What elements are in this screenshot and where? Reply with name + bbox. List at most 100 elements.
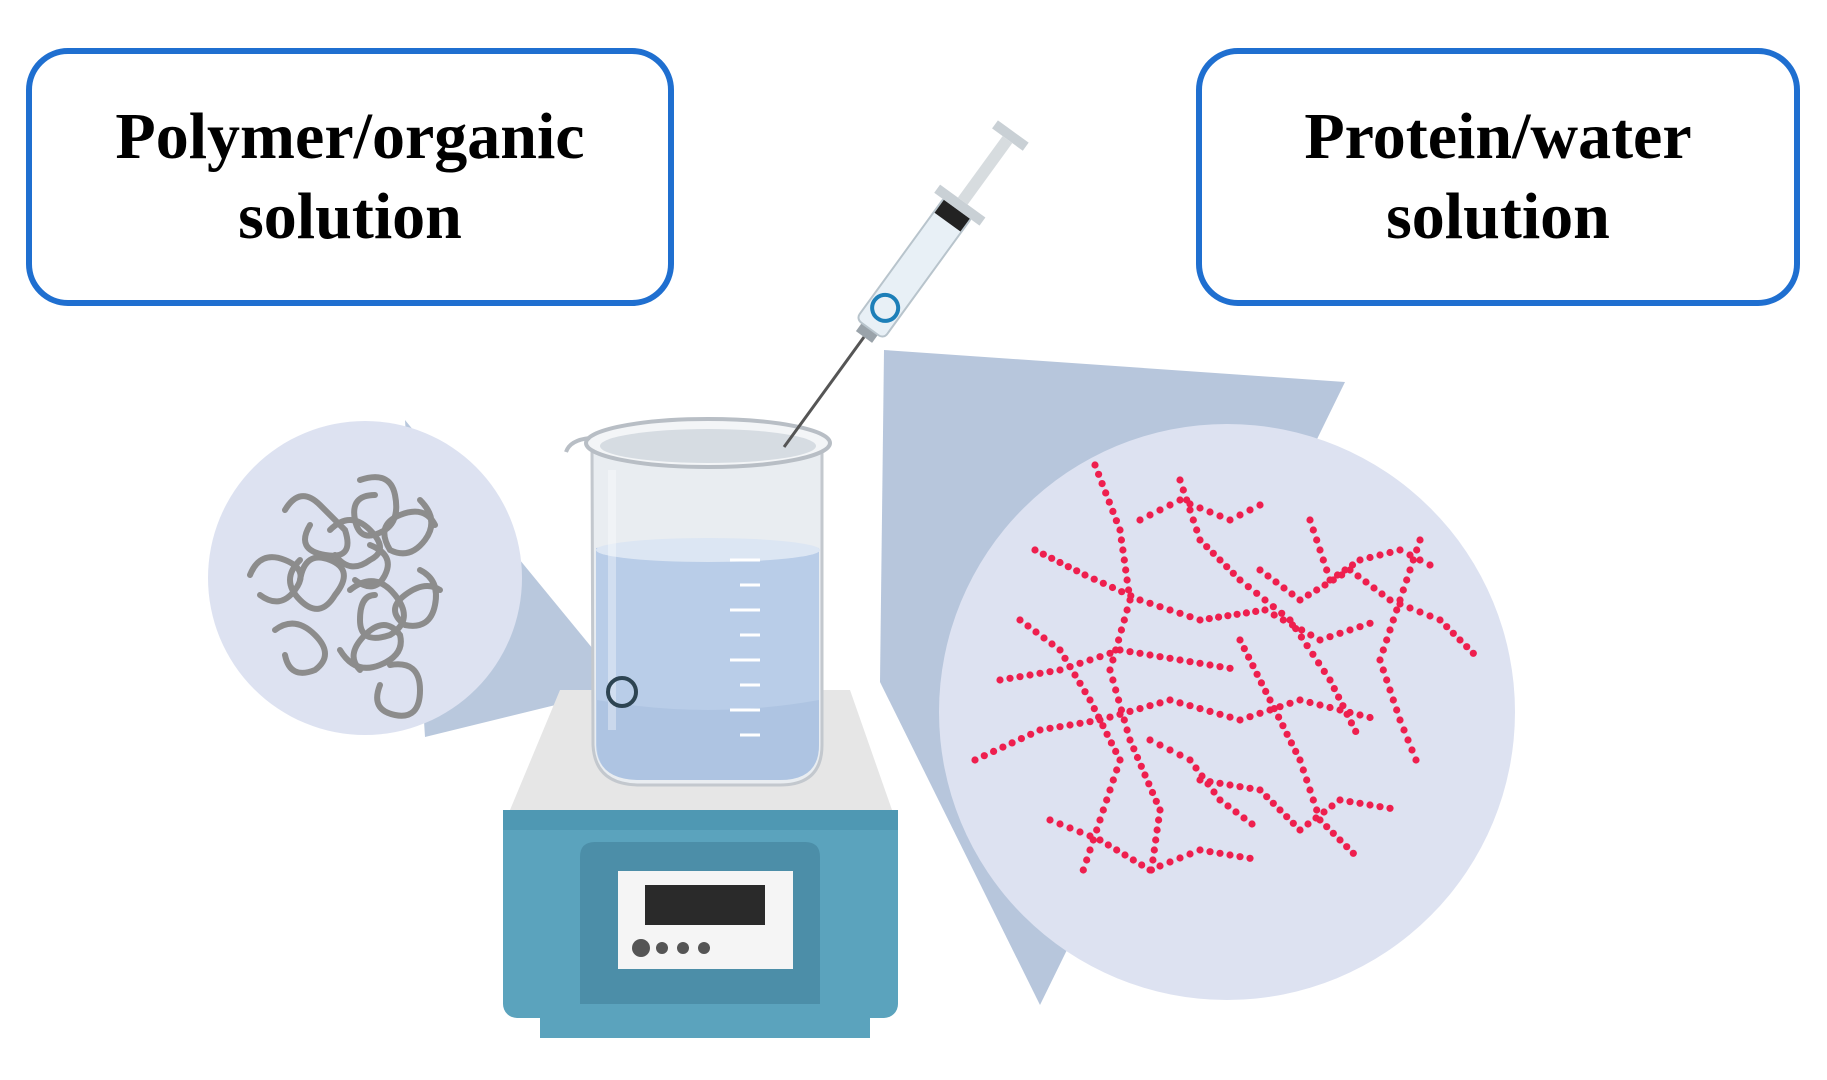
protein-dot [1216, 849, 1224, 857]
protein-dot [1186, 756, 1194, 764]
protein-dot [1376, 551, 1384, 559]
protein-dot [1016, 673, 1024, 681]
protein-dot [1196, 846, 1204, 854]
protein-dot [1120, 616, 1128, 624]
protein-dot [1256, 786, 1264, 794]
protein-dot [1256, 566, 1264, 574]
protein-dot [1032, 628, 1040, 636]
protein-dot [1123, 576, 1131, 584]
protein-dot [1400, 726, 1408, 734]
protein-dot [1176, 609, 1184, 617]
protein-dot [1306, 698, 1314, 707]
polymer-coil-strand [282, 493, 351, 559]
protein-dot [1336, 796, 1344, 804]
protein-dot [1006, 674, 1014, 682]
protein-dot [1323, 566, 1331, 574]
protein-dot [1166, 746, 1174, 754]
protein-dot [990, 747, 998, 756]
protein-dot [1226, 516, 1234, 524]
protein-dot [1036, 726, 1044, 734]
protein-dot [1216, 779, 1224, 787]
polymer-coil-strand [352, 542, 391, 590]
protein-dot [1196, 616, 1204, 624]
protein-dot [1048, 554, 1056, 562]
protein-dot [1186, 613, 1194, 621]
protein-dot [1027, 730, 1035, 738]
protein-dot [1146, 511, 1154, 519]
protein-dot [1156, 653, 1164, 661]
protein-dot [1089, 836, 1097, 844]
polymer-coil-strand [374, 661, 424, 719]
protein-dot [1109, 656, 1117, 664]
protein-dot [1046, 816, 1054, 824]
protein-dot [1061, 654, 1069, 662]
protein-dot [1246, 854, 1254, 862]
protein-dot [1326, 703, 1334, 712]
protein-dot [1150, 846, 1158, 854]
protein-dot [1329, 829, 1337, 837]
protein-dot [1064, 563, 1072, 571]
protein-dot [1193, 526, 1201, 534]
protein-dot [1393, 606, 1401, 614]
protein-dot [1099, 722, 1107, 730]
protein-dot [1245, 653, 1253, 661]
protein-dot [1105, 498, 1113, 506]
protein-dot [1156, 506, 1164, 514]
protein-dot [1236, 783, 1244, 791]
protein-dot [1362, 578, 1370, 586]
protein-dot [1204, 780, 1212, 788]
protein-dot [1386, 626, 1394, 634]
protein-dot [1186, 658, 1194, 666]
protein-dot [1176, 496, 1184, 504]
protein-dot [1378, 590, 1386, 598]
protein-dot [1166, 606, 1174, 614]
protein-dot [1236, 576, 1244, 584]
protein-dot [1126, 736, 1134, 744]
protein-dot [1236, 853, 1244, 861]
protein-dot [1328, 802, 1336, 810]
protein-dot [1136, 516, 1144, 524]
protein-dot [1326, 633, 1334, 641]
protein-dot [1321, 581, 1329, 589]
protein-dot [1146, 651, 1154, 659]
protein-dot [1106, 713, 1114, 721]
protein-dot [1252, 607, 1260, 616]
protein-dot [1275, 713, 1283, 721]
protein-dot [1306, 786, 1314, 794]
protein-dot [1333, 571, 1342, 579]
protein-dot [1176, 699, 1184, 707]
protein-dot [1198, 772, 1206, 780]
protein-dot [1246, 784, 1254, 792]
protein-dot [1253, 589, 1261, 597]
protein-dot [1109, 776, 1117, 784]
protein-dot [1209, 549, 1217, 557]
protein-dot [1115, 636, 1123, 644]
protein-dot [1376, 803, 1384, 811]
protein-dot [1412, 756, 1420, 764]
protein-dot [1283, 730, 1291, 738]
protein-dot [996, 676, 1004, 684]
protein-dot [971, 756, 979, 764]
protein-dot [1086, 846, 1094, 854]
protein-dot [1396, 596, 1404, 604]
protein-dot [1279, 616, 1287, 624]
protein-dot [1408, 746, 1416, 754]
protein-dot [1109, 676, 1117, 684]
protein-dot [1137, 762, 1145, 770]
protein-dot [1236, 511, 1244, 519]
protein-dot [1379, 666, 1387, 674]
protein-dot [1383, 636, 1391, 644]
protein-dot [1426, 612, 1434, 620]
protein-dot [1156, 741, 1164, 749]
protein-dot [1156, 806, 1164, 814]
protein-dot [1349, 849, 1357, 857]
protein-dot [1123, 726, 1131, 734]
protein-dot [1226, 713, 1234, 721]
beaker-icon [564, 417, 832, 787]
protein-dot [1256, 709, 1264, 717]
protein-dot [1145, 780, 1153, 788]
protein-dot [1093, 826, 1101, 834]
protein-dot [1309, 526, 1317, 534]
